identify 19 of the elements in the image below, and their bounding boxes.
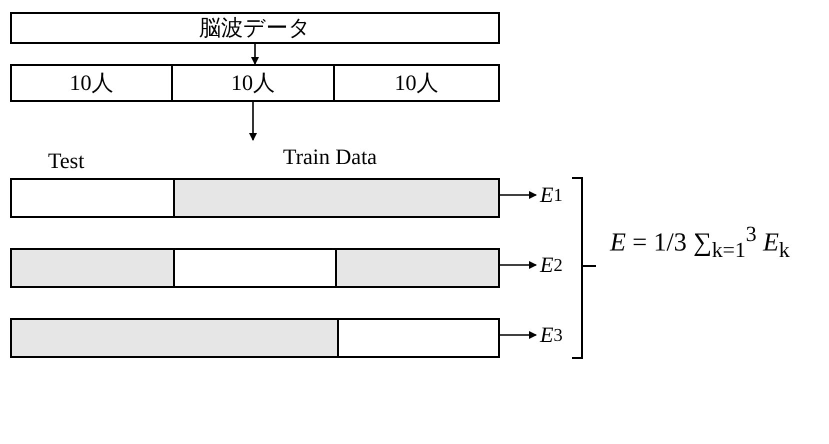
fold-bar — [10, 178, 500, 218]
fold-segment — [12, 250, 175, 286]
group-cell: 10人 — [10, 64, 173, 102]
fold-bar — [10, 248, 500, 288]
arrow — [251, 44, 259, 65]
fold-segment — [175, 180, 498, 216]
arrow — [500, 331, 537, 339]
fold-bar — [10, 318, 500, 358]
arrow — [249, 102, 257, 141]
group-cell: 10人 — [333, 64, 500, 102]
arrow — [500, 261, 537, 269]
column-label: Train Data — [230, 140, 430, 174]
arrow — [500, 191, 537, 199]
group-cell: 10人 — [171, 64, 335, 102]
column-label: Test — [48, 148, 84, 174]
fold-segment — [337, 250, 498, 286]
formula: E = 1/3 ∑$_{k=1}$$^{3}$ E$_{k}$ — [610, 222, 790, 263]
fold-segment — [12, 320, 337, 356]
data-box: 脳波データ — [10, 12, 500, 44]
